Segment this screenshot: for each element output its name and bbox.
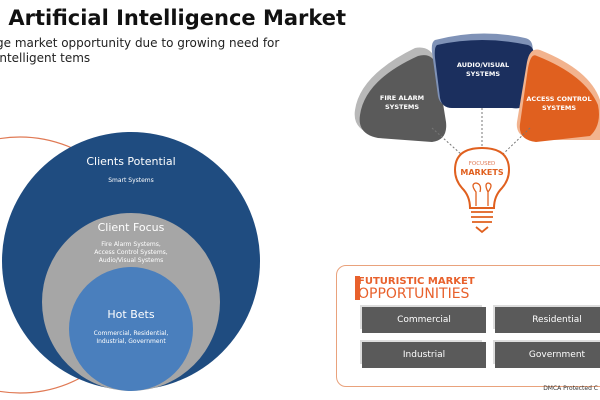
middle-text-2: Access Control Systems, bbox=[94, 249, 168, 256]
page-subtitle: ge market opportunity due to growing nee… bbox=[0, 36, 280, 65]
audio-visual-label-2: SYSTEMS bbox=[466, 70, 500, 78]
access-control-label-1: ACCESS CONTROL bbox=[526, 95, 591, 103]
connector-left bbox=[431, 127, 463, 156]
tile-government: Government bbox=[495, 342, 600, 368]
inner-text-1: Commercial, Residential, bbox=[94, 330, 169, 337]
inner-text-2: Industrial, Government bbox=[96, 338, 166, 345]
fire-alarm-label-1: FIRE ALARM bbox=[380, 94, 424, 102]
opportunities-heading: FUTURISTIC MARKET OPPORTUNITIES bbox=[358, 275, 475, 301]
tile-residential: Residential bbox=[495, 307, 600, 333]
middle-text-1: Fire Alarm Systems, bbox=[101, 241, 161, 248]
middle-title: Client Focus bbox=[98, 221, 165, 234]
inner-title: Hot Bets bbox=[107, 308, 154, 321]
heading-line-2: OPPORTUNITIES bbox=[358, 286, 470, 302]
heading-accent-bar bbox=[355, 276, 360, 300]
heading-line-1: FUTURISTIC MARKET bbox=[358, 276, 475, 287]
page-title: g Artificial Intelligence Market bbox=[0, 6, 347, 30]
connector-right bbox=[501, 127, 531, 156]
access-control-segment bbox=[519, 55, 599, 143]
outer-text: Smart Systems bbox=[108, 177, 154, 184]
bulb-label-2: MARKETS bbox=[460, 168, 503, 177]
dmca-badge[interactable]: DMCA Protected C bbox=[543, 385, 598, 392]
lightbulb-icon bbox=[453, 146, 511, 234]
bulb-label-1: FOCUSED bbox=[469, 161, 496, 167]
fire-alarm-segment bbox=[359, 55, 447, 142]
middle-text-3: Audio/Visual Systems bbox=[99, 257, 163, 264]
fire-alarm-label-2: SYSTEMS bbox=[385, 103, 419, 111]
inner-circle bbox=[69, 267, 193, 391]
tile-commercial: Commercial bbox=[362, 307, 486, 333]
audio-visual-label-1: AUDIO/VISUAL bbox=[457, 61, 509, 69]
audio-visual-segment bbox=[434, 40, 534, 109]
outer-title: Clients Potential bbox=[86, 155, 175, 168]
opportunities-panel bbox=[336, 265, 600, 387]
tile-industrial: Industrial bbox=[362, 342, 486, 368]
access-control-label-2: SYSTEMS bbox=[542, 104, 576, 112]
